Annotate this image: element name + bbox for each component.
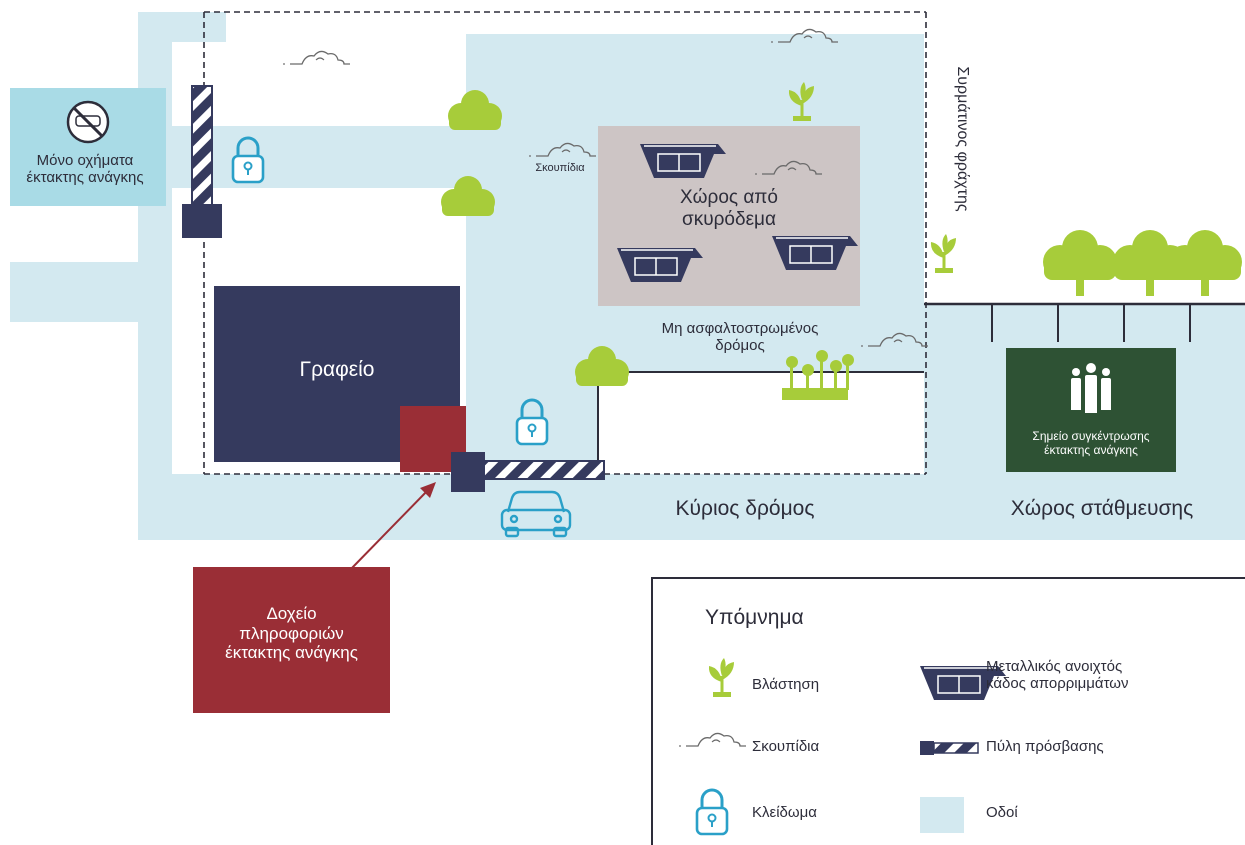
- rubbish-small-label: Σκουπίδια: [535, 162, 585, 174]
- tree-icon: [1168, 230, 1242, 296]
- legend-rubbish-icon: [678, 732, 747, 748]
- plant-icon: [929, 232, 958, 275]
- legend-gate-label: Πύλη πρόσβασης: [986, 738, 1104, 755]
- wire-fence: [597, 302, 1245, 462]
- info-box-line3: έκτακτης ανάγκης: [225, 643, 358, 663]
- flowers-icon: [782, 350, 854, 400]
- rubbish-icon: [282, 50, 351, 66]
- unpaved-line2: δρόμος: [715, 337, 765, 355]
- concrete-line1: Χώρος από: [680, 187, 778, 208]
- info-box-label: Δοχείο πληροφοριών έκτακτης ανάγκης: [193, 604, 390, 663]
- unpaved-road-label: Μη ασφαλτοστρωμένος δρόμος: [590, 320, 890, 355]
- access-gate-main: [451, 452, 605, 492]
- legend-lock-label: Κλείδωμα: [752, 804, 817, 821]
- legend-skip-line2: κάδος απορριμμάτων: [986, 675, 1129, 693]
- assembly-line2: έκτακτης ανάγκης: [1044, 442, 1138, 457]
- legend-gate-icon: [920, 741, 979, 755]
- info-box-line1: Δοχείο: [266, 604, 317, 623]
- legend-skip-label: Μεταλλικός ανοιχτός κάδος απορριμμάτων: [986, 658, 1129, 693]
- legend-vegetation-icon: [707, 656, 736, 699]
- legend-rubbish-label: Σκουπίδια: [752, 738, 820, 755]
- people-icon: [1071, 363, 1111, 413]
- emergency-info-box-panel: [193, 567, 390, 713]
- emergency-only-line2: έκτακτης ανάγκης: [26, 169, 144, 187]
- no-vehicles-icon: [66, 100, 110, 144]
- legend-vegetation-label: Βλάστηση: [752, 676, 820, 693]
- tree-icon: [1043, 230, 1117, 296]
- access-gate-west: [182, 85, 222, 238]
- emergency-only-line1: Μόνο οχήματα: [36, 152, 134, 169]
- emergency-only-label: Μόνο οχήματα έκτακτης ανάγκης: [0, 152, 170, 187]
- car-icon: [500, 490, 572, 538]
- main-road-label: Κύριος δρόμος: [675, 497, 815, 520]
- concrete-line2: σκυρόδεμα: [682, 208, 776, 230]
- concrete-area-label: Χώρος από σκυρόδεμα: [600, 187, 858, 231]
- legend: [651, 577, 1245, 845]
- legend-lock-icon: [695, 788, 729, 836]
- unpaved-line1: Μη ασφαλτοστρωμένος: [661, 320, 819, 337]
- info-box-arrow: [349, 482, 436, 571]
- legend-roads-label: Οδοί: [986, 804, 1018, 821]
- office-label: Γραφείο: [299, 358, 375, 381]
- legend-skip-line1: Μεταλλικός ανοιχτός: [986, 658, 1123, 675]
- assembly-line1: Σημείο συγκέντρωσης: [1032, 429, 1150, 443]
- parking-label: Χώρος στάθμευσης: [1010, 497, 1194, 520]
- info-box-line2: πληροφοριών: [239, 623, 344, 643]
- legend-title: Υπόμνημα: [705, 606, 804, 629]
- legend-roads-swatch: [920, 797, 964, 833]
- wire-fence-label: Συρμάτινος φράχτης: [954, 66, 971, 212]
- assembly-point-label: Σημείο συγκέντρωσης έκτακτης ανάγκης: [1006, 429, 1176, 458]
